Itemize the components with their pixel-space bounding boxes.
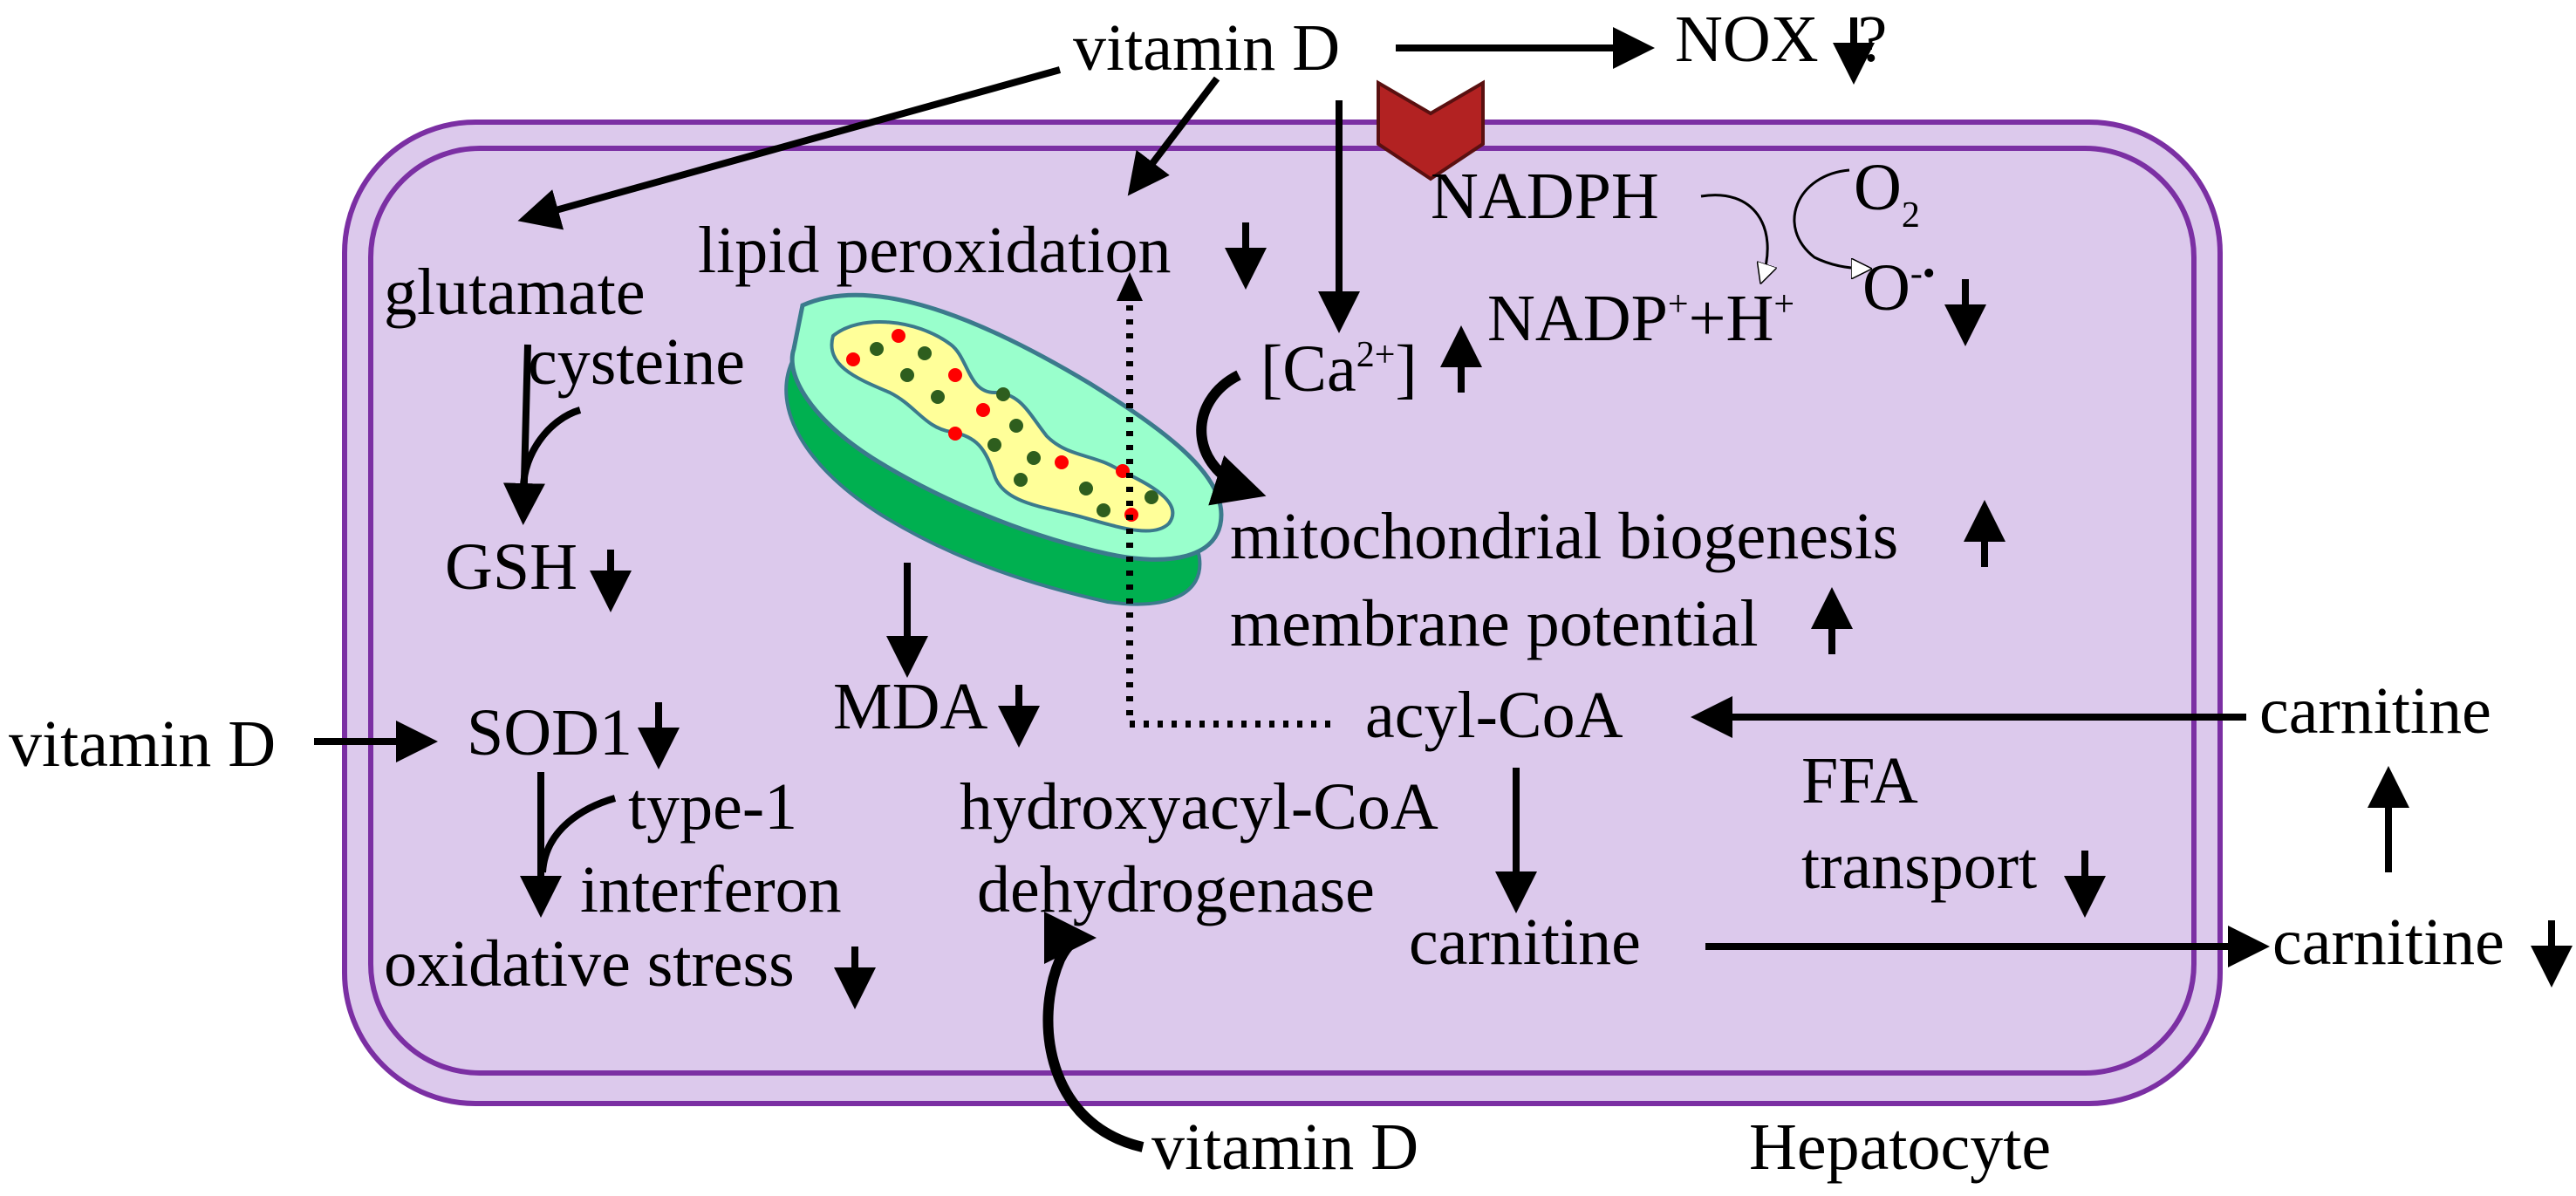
nox-enzyme-icon (1377, 79, 1485, 181)
label-hepatocyte: Hepatocyte (1749, 1111, 2051, 1184)
label-superoxide: O-• (1862, 251, 1936, 325)
label-type1: type-1 (628, 770, 797, 844)
mito-dot-green (987, 438, 1001, 452)
label-mda: MDA (833, 670, 987, 743)
label-vitamin-d-left: vitamin D (9, 707, 276, 781)
label-interferon: interferon (580, 853, 842, 926)
label-transport: transport (1801, 830, 2037, 903)
arrow-vitd-to-hydroxyacyl (1042, 912, 1145, 1152)
pathway-arrows (314, 27, 2409, 1152)
mito-dot-green (1097, 503, 1110, 517)
label-cysteine: cysteine (528, 325, 745, 399)
label-nox: NOX? (1675, 3, 1887, 76)
mito-dot-green (931, 390, 945, 404)
label-mitochondrial-biogenesis: mitochondrial biogenesis (1230, 500, 1898, 573)
mito-dot-green (870, 342, 884, 356)
label-lipid-peroxidation: lipid peroxidation (698, 214, 1171, 287)
mito-dot-green (918, 346, 932, 360)
label-gsh: GSH (445, 530, 577, 604)
label-dehydrogenase: dehydrogenase (977, 853, 1375, 926)
arrow-cysteine-join (520, 407, 582, 489)
mito-dot-green (1027, 451, 1041, 465)
label-vitamin-d-bottom: vitamin D (1151, 1111, 1418, 1184)
label-ffa: FFA (1801, 744, 1918, 817)
label-nadp: NADP++H+ (1487, 282, 1794, 355)
arrow-calcium-to-biogenesis (1196, 370, 1267, 506)
arrow-interferon-join (539, 795, 617, 873)
label-hydroxyacyl: hydroxyacyl-CoA (960, 770, 1438, 844)
label-o2: O2 (1854, 151, 1920, 236)
label-carnitine-right-top: carnitine (2259, 674, 2491, 748)
diagram-labels: vitamin D NOX? NADPH O2 NADP++H+ O-• [Ca… (9, 3, 2504, 1184)
mito-dot-green (900, 368, 914, 382)
mito-dot-red (846, 352, 860, 366)
mito-dot-green (1079, 482, 1093, 495)
arrow-nadph-to-nadp (1700, 194, 1767, 279)
label-carnitine-inner: carnitine (1409, 906, 1641, 979)
mito-dot-green (1009, 419, 1023, 433)
mito-dot-red (948, 427, 962, 441)
indicator-arrows (590, 17, 2573, 1009)
mito-dot-red (976, 403, 990, 417)
label-oxidative-stress: oxidative stress (384, 927, 795, 1001)
mito-dot-green (1145, 490, 1158, 504)
label-calcium: [Ca2+] (1261, 332, 1418, 406)
mitochondrion-matrix (830, 320, 1175, 533)
label-nadph: NADPH (1431, 160, 1659, 233)
arrow-vitd-to-lipid (1127, 76, 1220, 196)
label-vitamin-d-top: vitamin D (1073, 11, 1340, 85)
arrow-vitd-to-glutamate (517, 66, 1062, 230)
mito-dot-red (948, 368, 962, 382)
arrow-o2-to-superoxide (1793, 168, 1867, 269)
mito-dot-green (996, 387, 1010, 401)
label-membrane-potential: membrane potential (1230, 587, 1759, 660)
label-sod1: SOD1 (467, 696, 632, 769)
arrow-acylcoa-dotted (1126, 288, 1330, 728)
cell-inner-membrane (368, 146, 2197, 1076)
mitochondrion-icon (784, 292, 1224, 606)
mito-dot-red (1055, 455, 1069, 469)
label-carnitine-right-bottom: carnitine (2272, 906, 2504, 979)
label-glutamate: glutamate (384, 256, 646, 329)
arrowhead-dotted-up (1117, 272, 1143, 301)
mito-dot-red (892, 329, 905, 343)
label-acyl-coa: acyl-CoA (1365, 679, 1623, 752)
mito-dot-green (1014, 473, 1028, 487)
